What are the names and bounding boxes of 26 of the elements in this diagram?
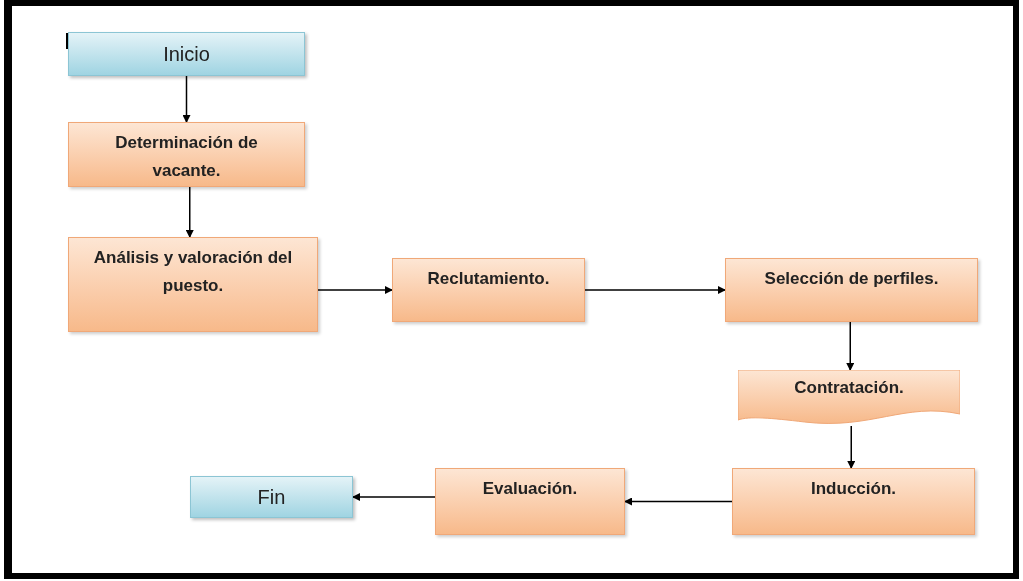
- node-label: Fin: [257, 485, 286, 510]
- node-label: Inicio: [163, 42, 210, 67]
- terminal-box: [190, 476, 353, 518]
- arrow: [847, 425, 856, 469]
- node-label: Inducción.: [811, 478, 896, 500]
- arrow: [624, 497, 733, 506]
- document-shape: [738, 370, 960, 426]
- arrow: [584, 286, 726, 294]
- node-label: Contratación.: [794, 377, 904, 399]
- node-label: Selección de perfiles.: [764, 268, 939, 290]
- process-box: [725, 258, 978, 322]
- process-box: [68, 122, 305, 187]
- node-label: Análisis y valoración del puesto.: [92, 247, 294, 297]
- arrow: [317, 286, 393, 294]
- process-box: [732, 468, 975, 535]
- arrow: [352, 493, 436, 501]
- process-box: [68, 237, 318, 332]
- node-label: Determinación de vacante.: [114, 132, 259, 182]
- arrow: [185, 186, 194, 238]
- process-box: [392, 258, 585, 322]
- node-label: Reclutamiento.: [427, 268, 550, 290]
- process-box: [435, 468, 625, 535]
- node-label: Evaluación.: [482, 478, 578, 500]
- terminal-box: [68, 32, 305, 76]
- arrow: [846, 321, 855, 371]
- arrow: [182, 75, 191, 123]
